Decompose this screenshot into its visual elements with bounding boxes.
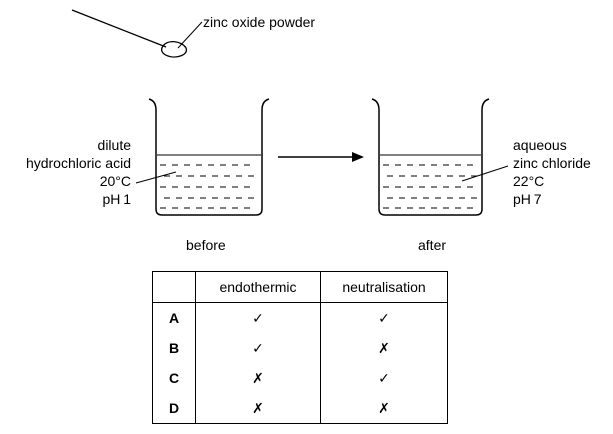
options-table: endothermic neutralisation A ✓ ✓ B ✓ ✗ C… xyxy=(152,271,448,424)
table-row: C ✗ ✓ xyxy=(152,363,448,393)
right-label-line-2: zinc chloride xyxy=(513,155,591,171)
option-letter: C xyxy=(152,363,196,393)
option-letter: A xyxy=(152,302,196,333)
left-label-pointer xyxy=(135,171,177,184)
right-label-line-3: 22°C xyxy=(513,173,545,189)
header-endothermic: endothermic xyxy=(195,271,321,303)
right-label-line-4: pH 7 xyxy=(513,191,542,207)
option-letter: D xyxy=(152,393,196,424)
endothermic-cell: ✗ xyxy=(195,393,321,424)
beaker-before xyxy=(148,98,270,216)
left-label-line-1: dilute xyxy=(97,137,131,153)
right-label-line-1: aqueous xyxy=(513,137,567,153)
endothermic-cell: ✓ xyxy=(195,333,321,363)
spatula xyxy=(71,9,188,58)
liquid-dashes-after xyxy=(383,164,477,209)
header-neutralisation: neutralisation xyxy=(320,271,448,303)
neutralisation-cell: ✗ xyxy=(320,393,448,424)
left-label-line-4: pH 1 xyxy=(102,191,132,207)
right-label-pointer xyxy=(461,165,509,182)
endothermic-cell: ✗ xyxy=(195,363,321,393)
table-row: A ✓ ✓ xyxy=(152,302,448,333)
table-row: B ✓ ✗ xyxy=(152,333,448,363)
table-row: D ✗ ✗ xyxy=(152,393,448,424)
endothermic-cell: ✓ xyxy=(195,302,321,333)
neutralisation-cell: ✓ xyxy=(320,302,448,333)
before-caption: before xyxy=(186,237,226,253)
after-caption: after xyxy=(418,237,447,253)
left-label-line-2: hydrochloric acid xyxy=(25,155,131,171)
left-label-line-3: 20°C xyxy=(99,173,131,189)
powder-label: zinc oxide powder xyxy=(203,14,316,30)
beaker-after xyxy=(371,98,490,216)
powder-pointer xyxy=(177,21,203,49)
reaction-arrow xyxy=(278,152,364,162)
header-blank xyxy=(152,271,196,303)
liquid-dashes-before xyxy=(160,164,254,209)
neutralisation-cell: ✗ xyxy=(320,333,448,363)
neutralisation-cell: ✓ xyxy=(320,363,448,393)
table-header-row: endothermic neutralisation xyxy=(152,271,448,303)
option-letter: B xyxy=(152,333,196,363)
